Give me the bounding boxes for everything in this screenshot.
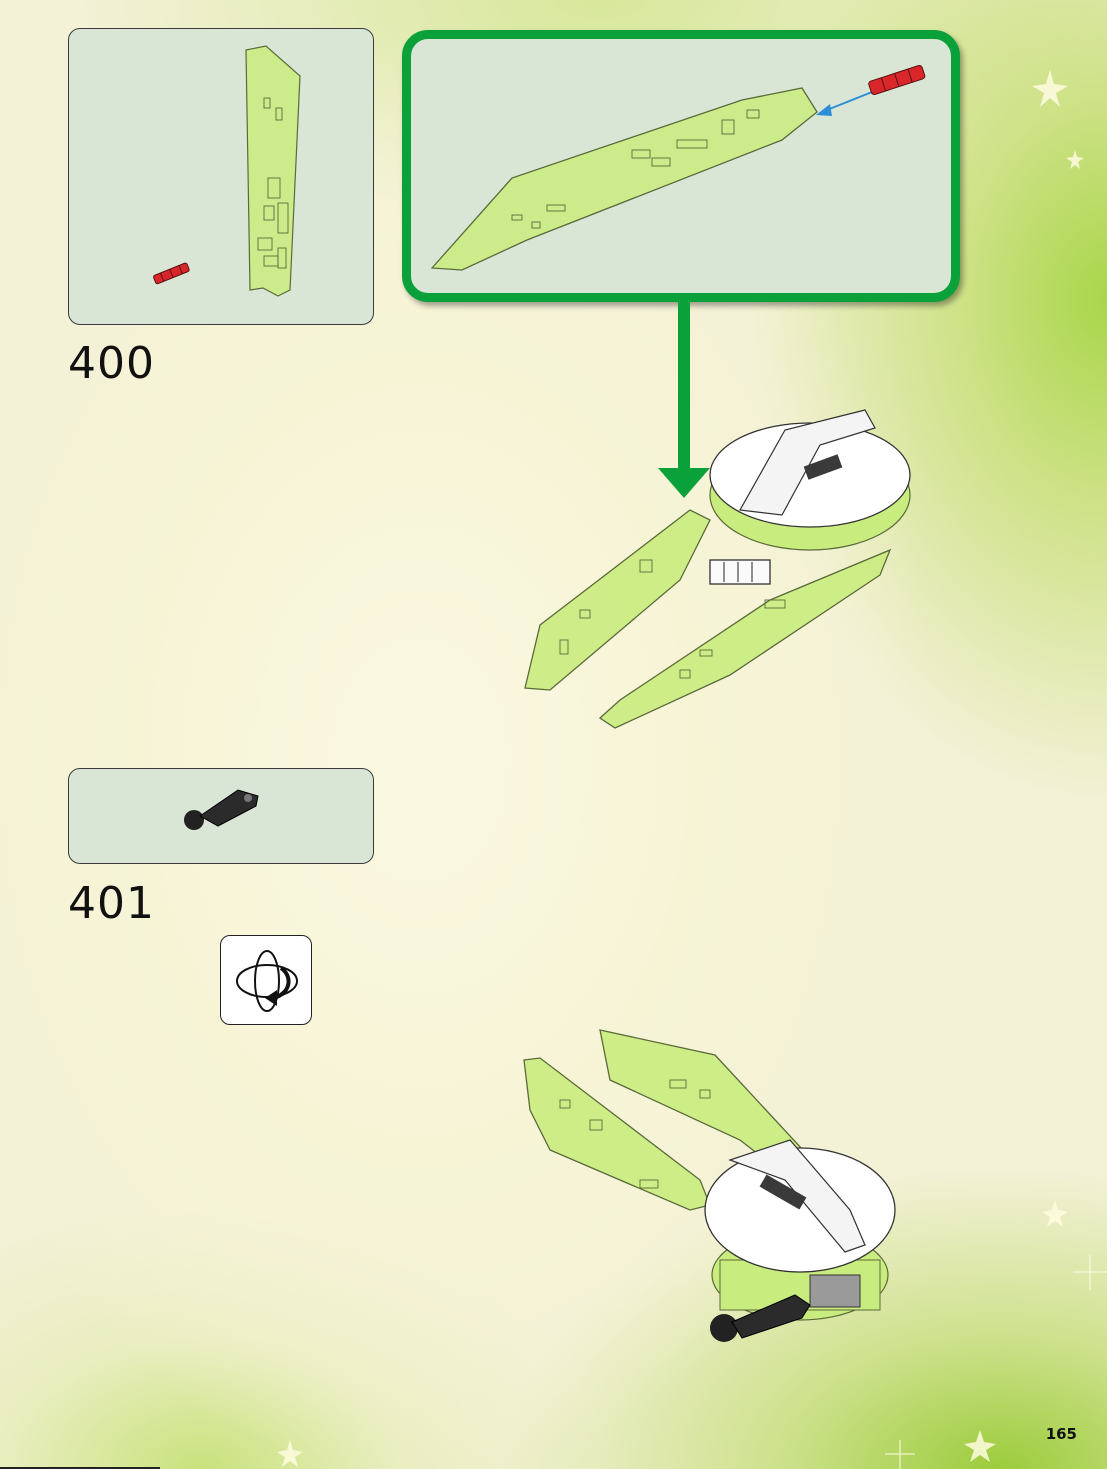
sub-assembly-illustration (402, 30, 960, 302)
star-icon (964, 1430, 996, 1462)
parts-401-illustration (68, 768, 374, 864)
blue-insertion-arrow (816, 92, 872, 116)
white-grille-part (710, 560, 770, 584)
white-cover-part (705, 1140, 895, 1272)
red-pin-part (153, 263, 190, 285)
trans-green-plate-part (246, 46, 300, 296)
rotate-model-icon (220, 935, 312, 1025)
parts-400-illustration (68, 28, 374, 325)
star-icon (1032, 70, 1068, 107)
white-cover-part (710, 410, 910, 550)
step-number-400: 400 (68, 338, 155, 389)
step-number-401: 401 (68, 878, 155, 929)
red-pin-part (868, 65, 926, 96)
model-step-400 (520, 400, 940, 740)
trans-green-plate-part (432, 88, 817, 270)
model-step-401 (510, 1020, 930, 1360)
page-number: 165 (1046, 1425, 1077, 1443)
star-icon (1066, 150, 1084, 169)
black-liftarm-part (184, 790, 258, 830)
star-icon (277, 1440, 303, 1467)
star-icon (1042, 1200, 1068, 1227)
